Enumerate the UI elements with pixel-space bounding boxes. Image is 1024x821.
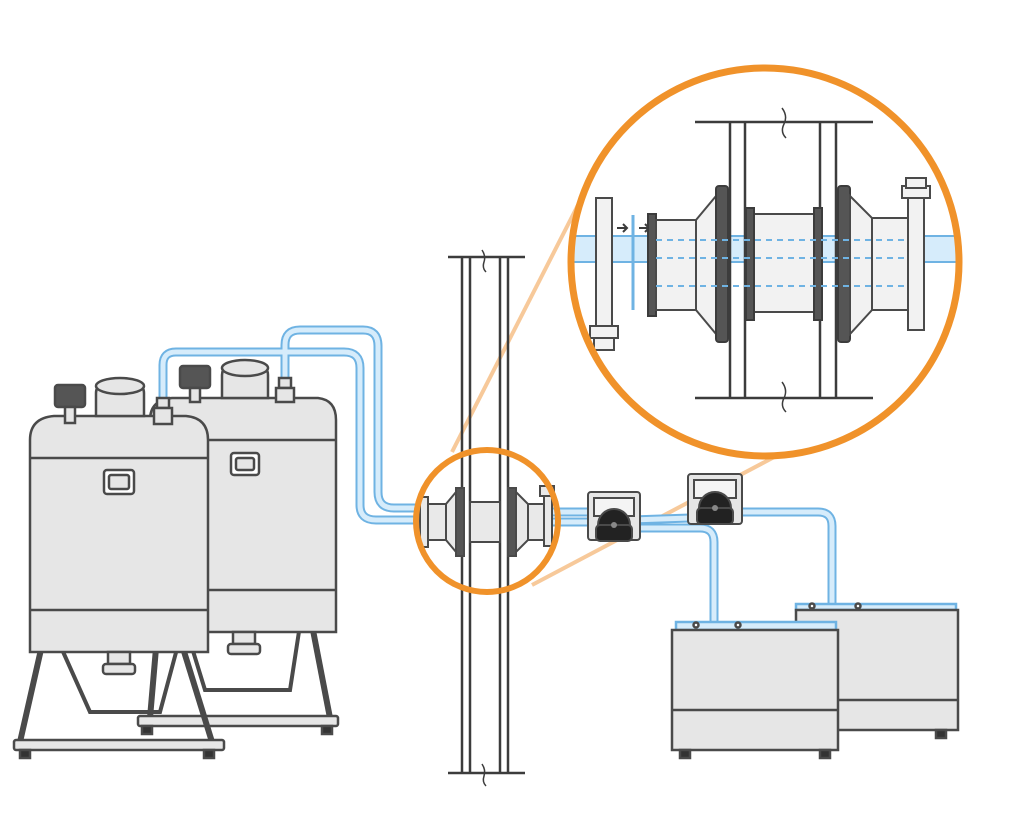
pass-through-fitting bbox=[419, 485, 555, 557]
receiver-front bbox=[670, 620, 840, 760]
callout-large-detail bbox=[571, 68, 959, 456]
callout-small bbox=[413, 447, 561, 595]
pump-right bbox=[687, 473, 743, 525]
pump-left bbox=[587, 491, 641, 542]
callout-large bbox=[567, 64, 963, 460]
tank-front bbox=[12, 376, 226, 760]
